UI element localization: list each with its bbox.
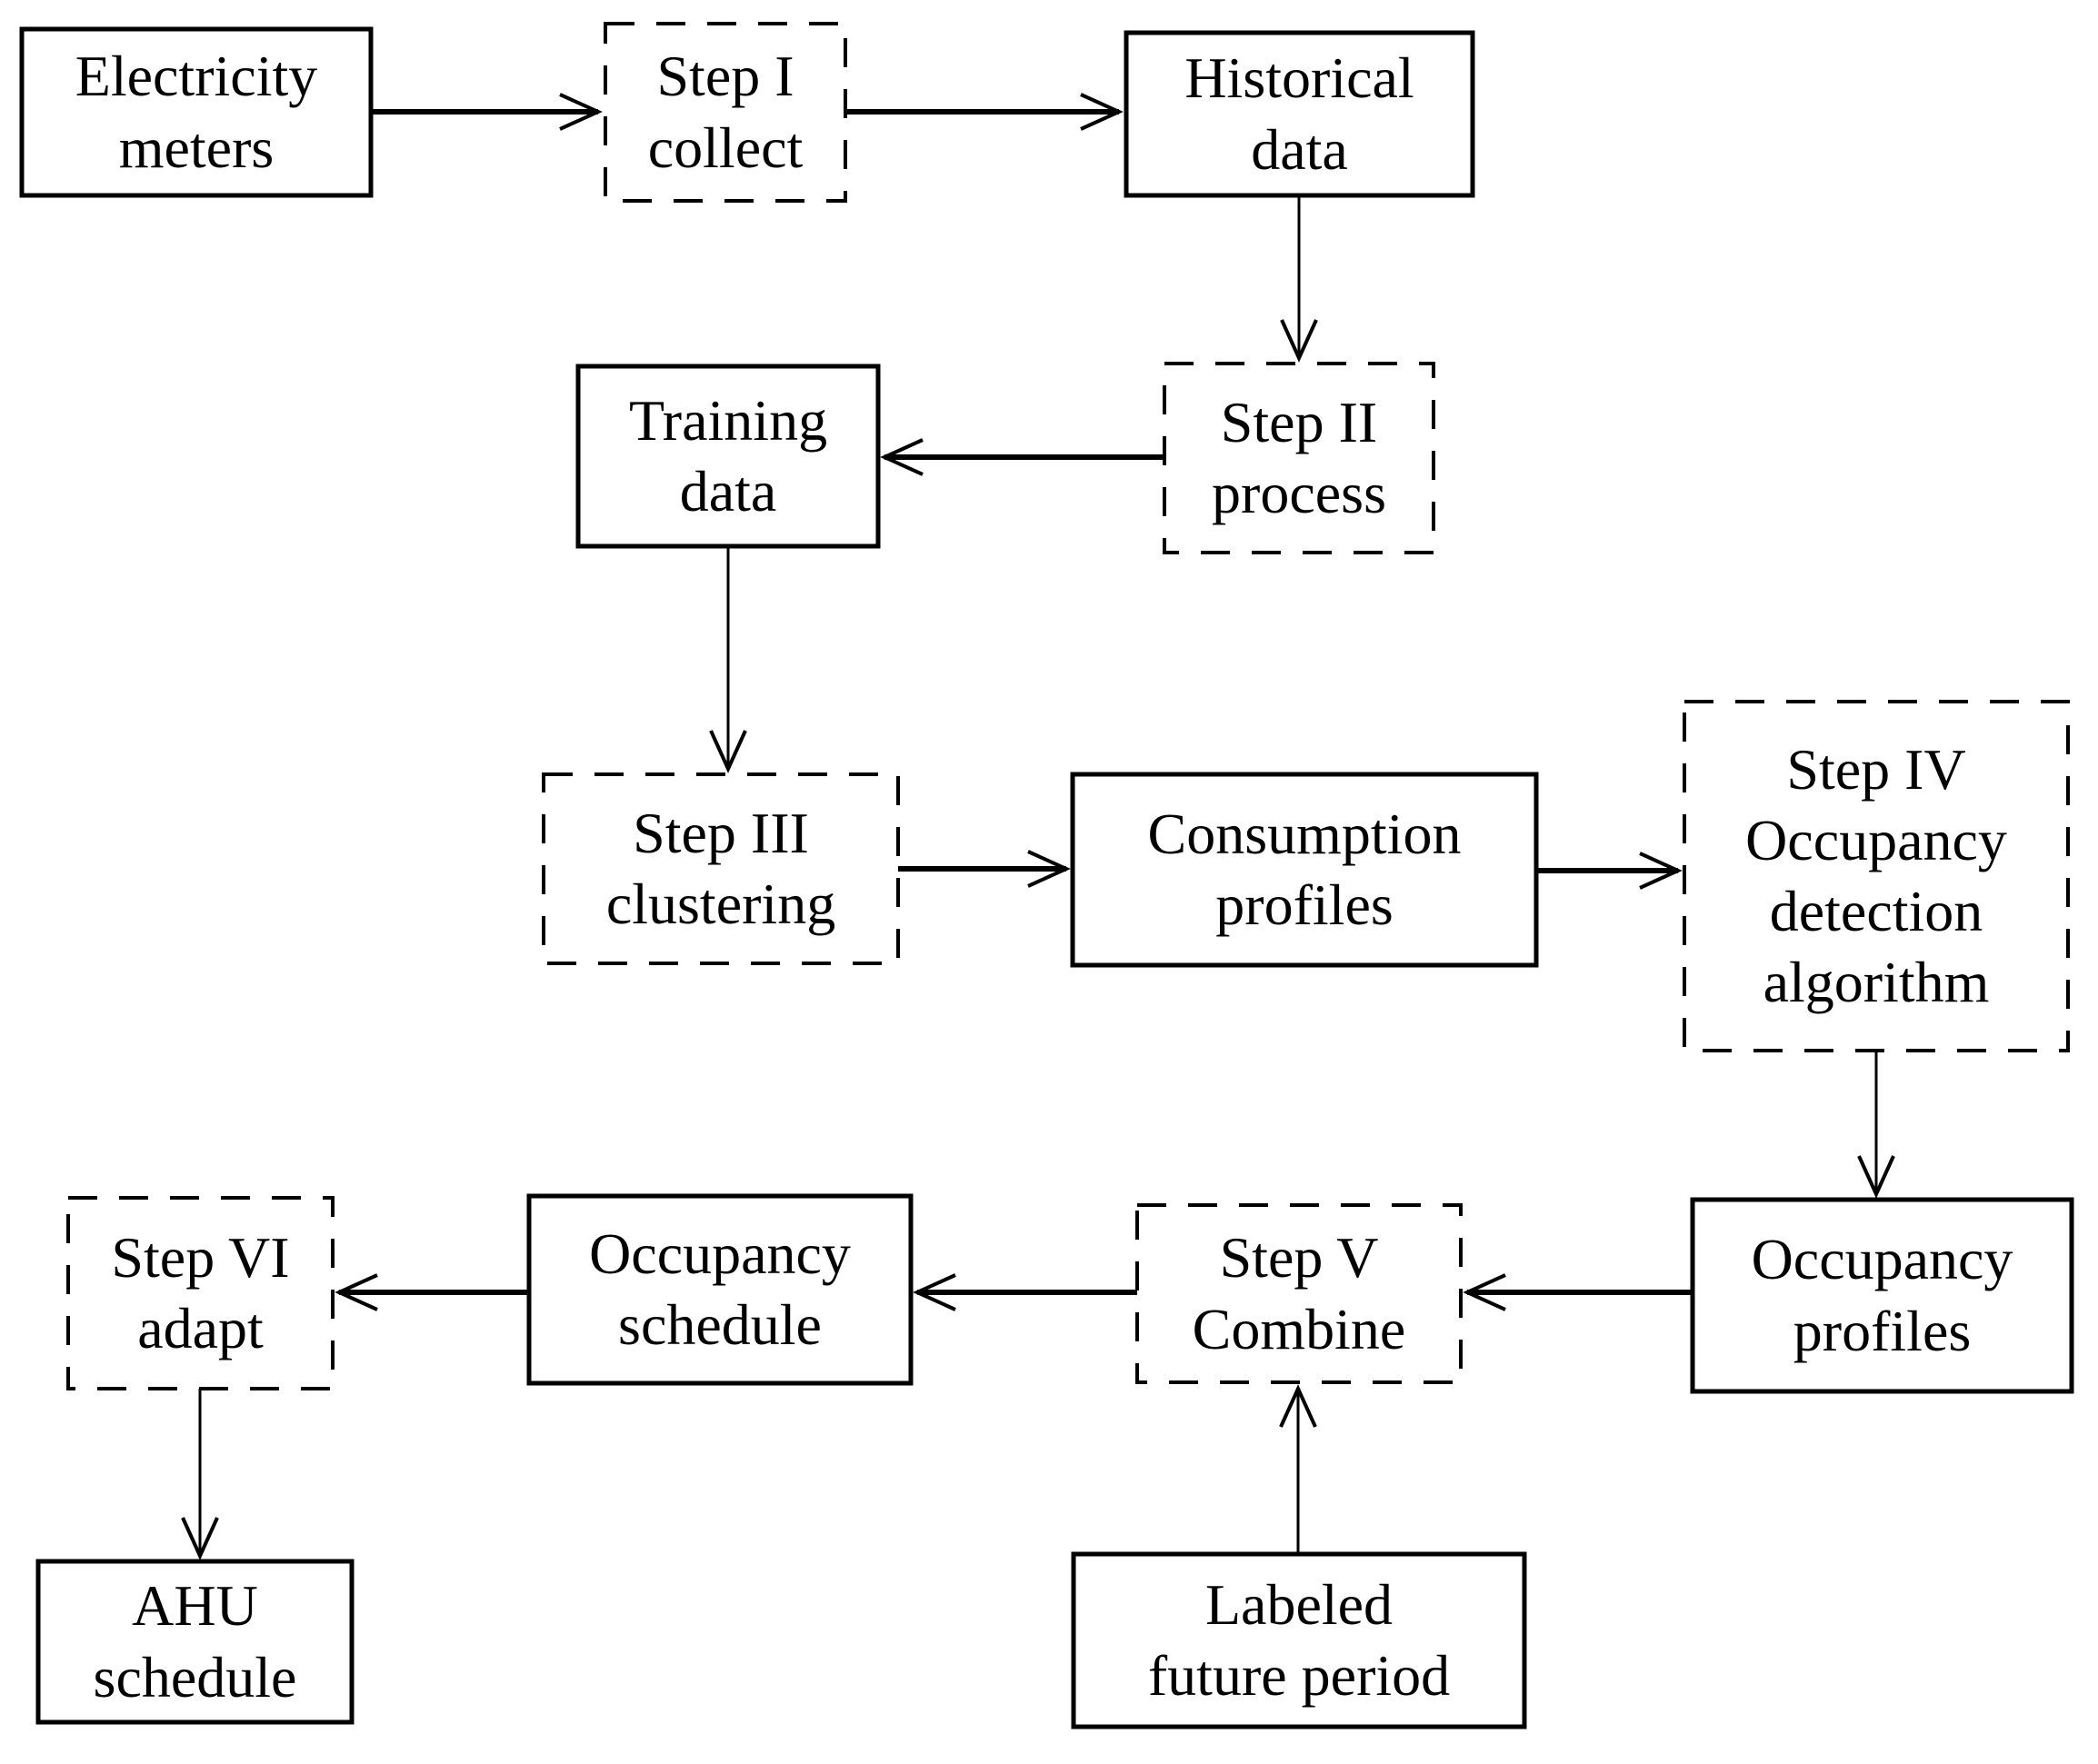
node-consumption-profiles: Consumption profiles	[1147, 801, 1462, 937]
node-labeled-future-period: Labeled future period	[1147, 1571, 1451, 1708]
node-training-data: Training data	[628, 387, 828, 523]
node-step-5-combine: Step V Combine	[1192, 1225, 1406, 1361]
node-historical-data: Historical data	[1184, 45, 1414, 182]
node-box-occupancy-profiles	[1690, 1197, 2074, 1394]
node-box-step-3-clustering	[542, 772, 900, 965]
node-step-3-clustering: Step III clustering	[605, 800, 836, 936]
node-step-4-occupancy-detection: Step IV Occupancy detection algorithm	[1745, 736, 2007, 1015]
node-step-6-adapt: Step VI adapt	[111, 1224, 290, 1360]
node-step-1-collect: Step I collect	[647, 44, 804, 180]
node-box-ahu-schedule	[35, 1559, 355, 1725]
node-box-step-5-combine	[1135, 1203, 1463, 1384]
node-electricity-meters: Electricity meters	[75, 44, 318, 180]
node-step-2-process: Step II process	[1212, 389, 1386, 525]
node-occupancy-schedule: Occupancy schedule	[589, 1221, 851, 1357]
node-occupancy-profiles: Occupancy profiles	[1751, 1227, 2013, 1363]
node-ahu-schedule: AHU schedule	[93, 1573, 297, 1709]
